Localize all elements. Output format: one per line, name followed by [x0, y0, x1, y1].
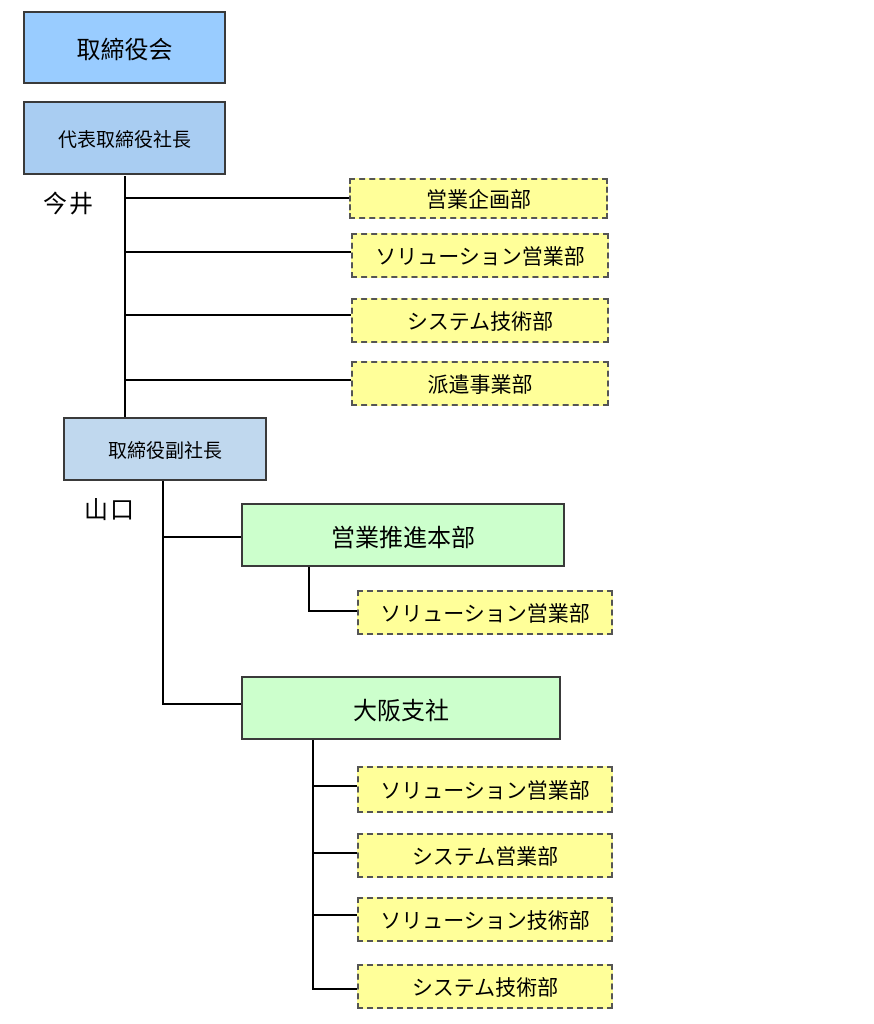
president-node: 代表取締役社長	[23, 101, 226, 175]
department-label: ソリューション営業部	[375, 244, 585, 269]
sales-promotion-hq-node: 営業推進本部	[241, 503, 565, 567]
sales-promotion-hq-label: 営業推進本部	[331, 523, 475, 552]
connector-line	[124, 197, 350, 199]
department-node: ソリューション営業部	[351, 233, 609, 278]
osaka-branch-node: 大阪支社	[241, 676, 561, 740]
board-node: 取締役会	[23, 11, 226, 84]
department-label: ソリューション技術部	[380, 908, 590, 933]
department-label: システム技術部	[406, 309, 554, 334]
connector-line	[124, 314, 352, 316]
department-label: 営業企画部	[426, 187, 531, 212]
vice-president-name: 山口	[84, 496, 136, 524]
department-label: ソリューション営業部	[380, 601, 590, 626]
connector-line	[308, 610, 358, 612]
department-node: システム技術部	[357, 964, 613, 1009]
board-label: 取締役会	[76, 36, 173, 64]
connector-line	[308, 566, 310, 612]
connector-line	[312, 785, 358, 787]
department-label: 派遣事業部	[427, 372, 533, 397]
president-label: 代表取締役社長	[57, 128, 191, 151]
connector-line	[124, 251, 352, 253]
connector-line	[162, 480, 164, 705]
connector-line	[124, 379, 352, 381]
connector-line	[312, 914, 358, 916]
president-name: 今井	[43, 190, 95, 218]
vice-president-label: 取締役副社長	[107, 439, 222, 462]
department-label: システム営業部	[411, 844, 559, 869]
department-node: 派遣事業部	[351, 361, 609, 406]
department-node: ソリューション営業部	[357, 766, 613, 813]
department-node: ソリューション技術部	[357, 897, 613, 942]
connector-line	[312, 852, 358, 854]
connector-line	[162, 536, 242, 538]
connector-line	[312, 739, 314, 990]
connector-line	[312, 988, 358, 990]
connector-line	[162, 703, 242, 705]
department-label: システム技術部	[411, 975, 559, 1000]
connector-line	[124, 176, 126, 418]
department-node: システム営業部	[357, 833, 613, 878]
osaka-branch-label: 大阪支社	[353, 696, 449, 725]
department-node: 営業企画部	[349, 178, 608, 219]
department-node: システム技術部	[351, 298, 609, 343]
department-label: ソリューション営業部	[380, 778, 590, 803]
department-node: ソリューション営業部	[357, 590, 613, 635]
vice-president-node: 取締役副社長	[63, 417, 267, 481]
